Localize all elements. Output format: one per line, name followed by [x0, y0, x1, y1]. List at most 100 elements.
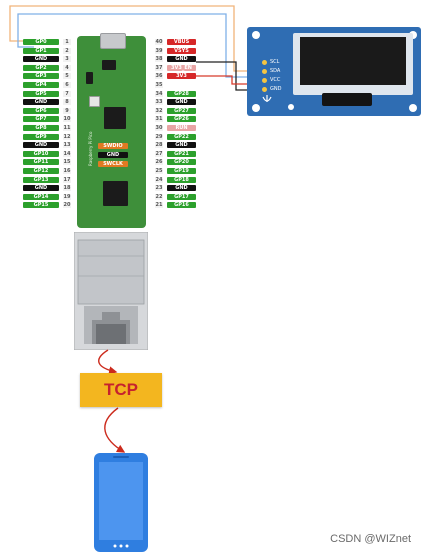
pin-label: GP15 — [23, 202, 59, 209]
usb-connector-icon — [100, 33, 126, 49]
pin-number: 22 — [155, 193, 163, 200]
watermark: CSDN @WIZnet — [330, 533, 411, 545]
pin-label: GP28 — [167, 90, 196, 97]
oled-pin-label: GND — [270, 86, 282, 92]
mount-hole — [252, 104, 260, 112]
pin-number: 5 — [63, 73, 71, 80]
pin-label: GP27 — [167, 107, 196, 114]
pin-label: GND — [167, 99, 196, 106]
pin-label: VBUS — [167, 39, 196, 45]
board-tag-swclk: SWCLK — [98, 161, 128, 167]
board-tag-swdio: SWDIO — [98, 143, 128, 149]
pin-label: GP10 — [23, 150, 59, 157]
pin-number: 15 — [63, 159, 71, 166]
pin-number: 14 — [63, 150, 71, 157]
pin-label: 3V3 — [167, 73, 196, 80]
oled-pin-pad — [262, 68, 267, 74]
pin-number: 31 — [155, 116, 163, 123]
pin-number: 18 — [63, 185, 71, 192]
pin-label: GP9 — [23, 133, 59, 140]
pin-number: 8 — [63, 99, 71, 106]
pin-number: 28 — [155, 142, 163, 149]
pin-number: 6 — [63, 82, 71, 88]
mount-hole — [409, 104, 417, 112]
pin-label: GP3 — [23, 73, 59, 80]
chip-rp2040 — [104, 107, 126, 129]
smartphone-icon — [94, 453, 148, 552]
chip-button — [89, 96, 100, 107]
pin-number: 11 — [63, 125, 71, 131]
tcp-protocol-box: TCP — [80, 373, 162, 407]
pin-label: GP16 — [167, 202, 196, 209]
arrow-tcp-to-phone — [104, 407, 126, 453]
mount-hole — [288, 104, 294, 110]
pin-number: 35 — [155, 82, 163, 88]
pin-number: 4 — [63, 64, 71, 71]
pin-number: 3 — [63, 56, 71, 63]
pin-number: 27 — [155, 150, 163, 157]
pin-label: VSYS — [167, 47, 196, 54]
pin-label: GP8 — [23, 125, 59, 131]
oled-module-logo-icon — [262, 95, 272, 102]
pin-number: 23 — [155, 185, 163, 192]
pin-number: 25 — [155, 168, 163, 174]
pin-label: GP21 — [167, 150, 196, 157]
pin-label: RUN — [167, 125, 196, 131]
mount-hole — [409, 31, 417, 39]
oled-pin-label: VCC — [270, 77, 281, 83]
pin-number: 12 — [63, 133, 71, 140]
pin-number: 9 — [63, 107, 71, 114]
pin-number: 36 — [155, 73, 163, 80]
pin-label: GP7 — [23, 116, 59, 123]
pin-number: 24 — [155, 176, 163, 183]
pin-label: GP17 — [167, 193, 196, 200]
pin-label: GP11 — [23, 159, 59, 166]
pin-number: 17 — [63, 176, 71, 183]
pin-number: 38 — [155, 56, 163, 63]
pin-number: 32 — [155, 107, 163, 114]
pin-label: GP26 — [167, 116, 196, 123]
pin-label: GP2 — [23, 64, 59, 71]
pin-number: 34 — [155, 90, 163, 97]
oled-pin-label: SDA — [270, 68, 281, 74]
pin-number: 26 — [155, 159, 163, 166]
chip-regulator — [86, 72, 93, 84]
pin-number: 16 — [63, 168, 71, 174]
pin-label: GP12 — [23, 168, 59, 174]
pin-label: GND — [167, 142, 196, 149]
pin-label: GND — [23, 99, 59, 106]
mount-hole — [252, 31, 260, 39]
pin-number: 29 — [155, 133, 163, 140]
chip-flash — [102, 60, 116, 70]
pin-number: 21 — [155, 202, 163, 209]
arrow-jack-to-tcp — [98, 349, 118, 375]
oled-pin-pad — [262, 77, 267, 83]
pin-label: GP5 — [23, 90, 59, 97]
pin-label: GP13 — [23, 176, 59, 183]
pin-label: GP18 — [167, 176, 196, 183]
wire-scl — [9, 5, 262, 72]
tcp-label: TCP — [104, 380, 138, 399]
pin-label: GP6 — [23, 107, 59, 114]
pin-label: GP20 — [167, 159, 196, 166]
pin-number: 13 — [63, 142, 71, 149]
pin-number: 37 — [155, 64, 163, 71]
pin-label: GP14 — [23, 193, 59, 200]
pin-label: GND — [23, 142, 59, 149]
pin-number: 33 — [155, 99, 163, 106]
pin-number: 19 — [63, 193, 71, 200]
pin-number: 2 — [63, 47, 71, 54]
pin-number: 1 — [63, 39, 71, 45]
oled-pin-pad — [262, 59, 267, 65]
pin-label: GND — [167, 56, 196, 63]
pin-number: 20 — [63, 202, 71, 209]
oled-ribbon-cable — [322, 93, 372, 106]
pin-label: GND — [23, 56, 59, 63]
board-tag-gnd: GND — [98, 152, 128, 158]
pin-label: GP22 — [167, 133, 196, 140]
pin-number: 39 — [155, 47, 163, 54]
pin-number: 7 — [63, 90, 71, 97]
